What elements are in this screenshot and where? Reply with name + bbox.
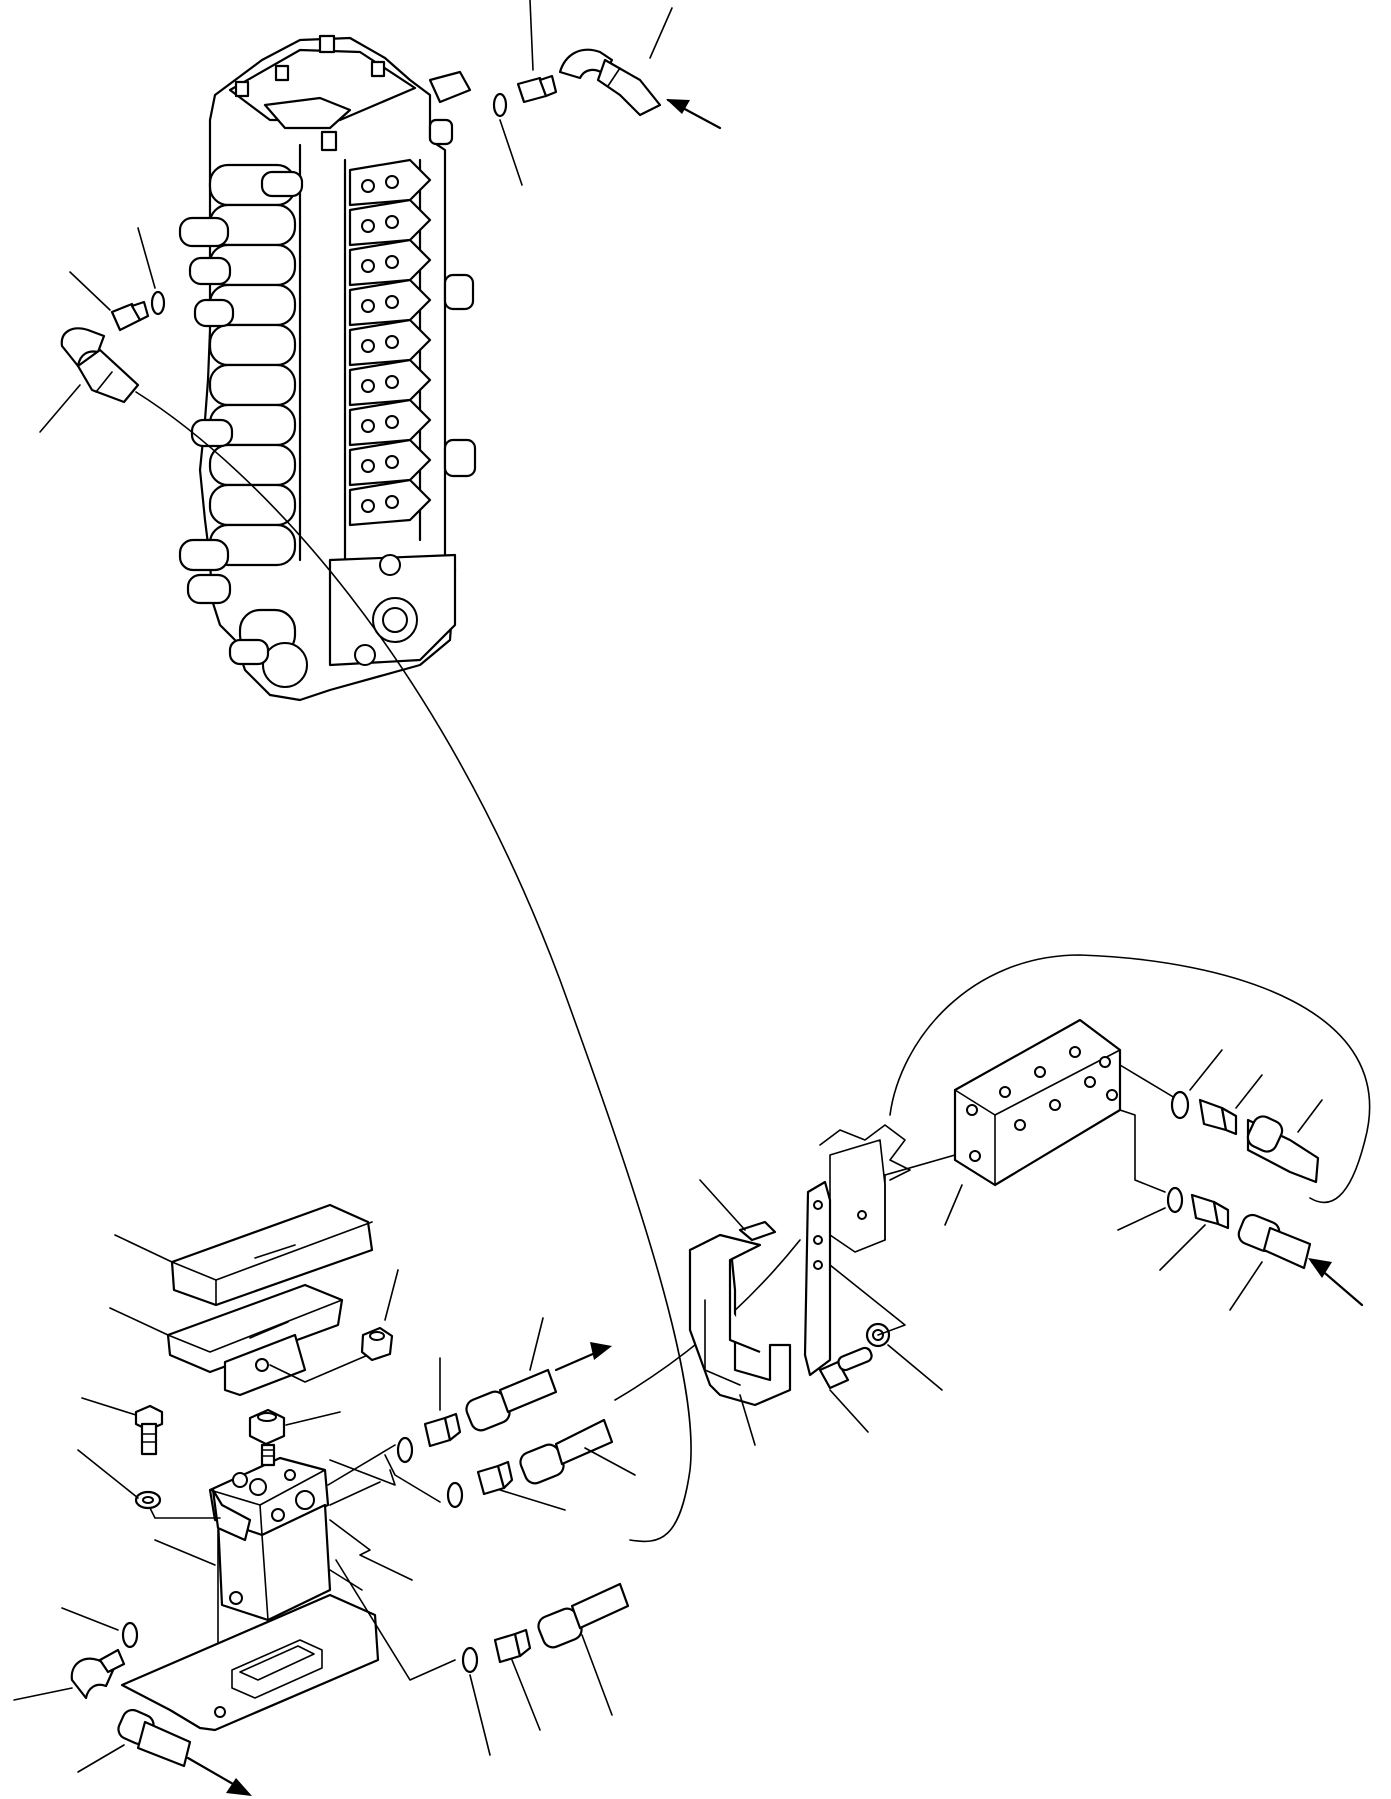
o-ring	[1170, 1090, 1190, 1120]
clamp-strip	[803, 1180, 832, 1377]
o-ring	[492, 92, 508, 118]
o-ring	[446, 1481, 464, 1509]
mount-bolt	[818, 1264, 943, 1433]
pedal-port-upper	[327, 1317, 558, 1486]
pedal-port-lower	[329, 1519, 630, 1756]
section-plates-right	[348, 158, 432, 527]
flow-arrow-inlet-top	[666, 98, 722, 130]
elbow-fitting	[60, 327, 106, 368]
pedal-outlet-fittings	[13, 1607, 192, 1773]
pedal-pad	[114, 1203, 374, 1307]
valve-outlet-fittings	[39, 227, 166, 433]
control-valve-assembly	[178, 34, 477, 702]
flow-arrow-inlet-right	[1308, 1258, 1364, 1307]
manifold-mount-bracket	[819, 1124, 956, 1253]
o-ring	[150, 290, 166, 316]
adapter	[1198, 1098, 1228, 1132]
flow-arrow-outlet-bottom	[186, 1756, 252, 1796]
nut	[360, 1269, 399, 1362]
pedal-base-plate	[120, 1593, 380, 1732]
o-ring	[396, 1436, 414, 1464]
leader-line	[329, 1569, 363, 1591]
pedal-plate	[109, 1283, 376, 1397]
adapter	[1190, 1193, 1220, 1226]
hose-end	[596, 58, 662, 117]
o-ring	[1166, 1186, 1184, 1214]
manifold-fittings-upper	[1119, 1049, 1323, 1184]
u-bracket	[688, 1179, 792, 1446]
o-ring	[461, 1646, 479, 1674]
elbow-fitting	[70, 1657, 116, 1700]
pedal-port-middle	[329, 1418, 636, 1511]
cap-screw	[77, 1397, 221, 1519]
lock-nut	[248, 1408, 341, 1446]
manifold-fittings-lower	[1117, 1109, 1312, 1311]
spool-cap-left	[178, 170, 304, 605]
manifold-block	[944, 1018, 1122, 1226]
flow-arrow-outlet-upper	[554, 1342, 612, 1372]
top-bolt	[234, 34, 386, 152]
o-ring	[121, 1621, 139, 1649]
leader-line	[329, 1481, 381, 1506]
valve-inlet-fittings	[492, 0, 673, 186]
pedal-valve-body	[154, 1443, 332, 1701]
